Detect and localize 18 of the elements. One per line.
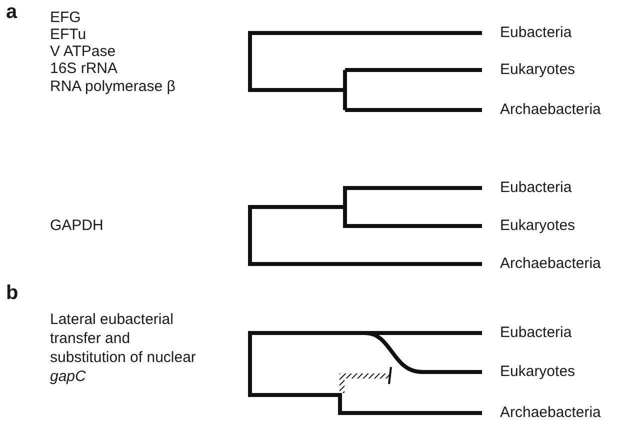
tree-label: Eubacteria: [500, 24, 572, 42]
annotation-text: Lateral eubacterial transfer and substitution of nuclear gapC: [50, 310, 197, 386]
tree-label: Eukaryotes: [500, 217, 576, 235]
tree-label: GAPDH: [50, 217, 104, 235]
tree-label: RNA polymerase β: [50, 78, 176, 96]
panel-letter: a: [6, 2, 18, 22]
tree-label: Eukaryotes: [500, 363, 576, 381]
tree-label: EFG: [50, 9, 81, 27]
tree-label: V ATPase: [50, 43, 116, 61]
tree-label: EFTu: [50, 26, 86, 44]
tree-label: Archaebacteria: [500, 255, 601, 273]
tree-label: Archaebacteria: [500, 101, 601, 119]
tree-label: Eukaryotes: [500, 61, 576, 79]
tree-label: 16S rRNA: [50, 60, 118, 78]
tree-label: Eubacteria: [500, 324, 572, 342]
tree-label: Eubacteria: [500, 179, 572, 197]
panel-letter: b: [6, 283, 18, 303]
tree-label: Archaebacteria: [500, 404, 601, 422]
